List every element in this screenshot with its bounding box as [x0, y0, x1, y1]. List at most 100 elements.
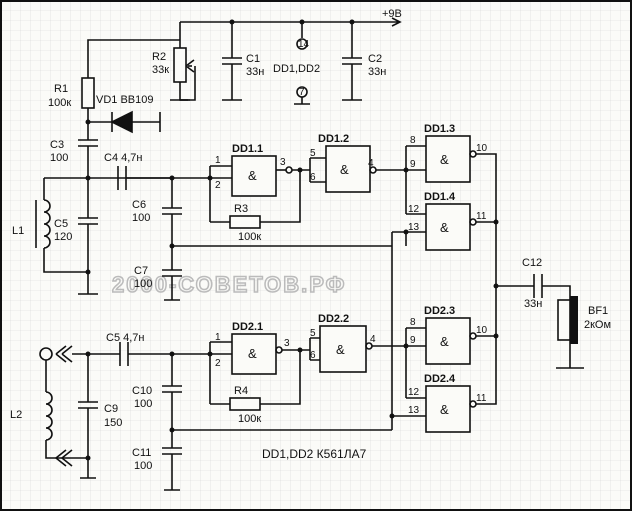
- dd1-4-pin13: 13: [408, 222, 420, 233]
- c7-ref: C7: [134, 265, 148, 277]
- r1-varicap: [81, 39, 180, 134]
- dd2-2-pin6: 6: [310, 350, 316, 361]
- watermark: 2000-СОВЕТОВ.РФ: [112, 272, 346, 297]
- dd2-1-sym: &: [248, 346, 257, 361]
- dd2-4-sym: &: [440, 402, 449, 417]
- dd1-1-name: DD1.1: [232, 143, 263, 155]
- dd1-3-name: DD1.3: [424, 123, 455, 135]
- dd1-4-pin12: 12: [408, 204, 420, 215]
- r1-ref: R1: [54, 83, 68, 95]
- gate-dd2-4: [389, 286, 499, 433]
- gnd-pin: 7: [299, 87, 305, 98]
- c1-value: 33н: [246, 66, 264, 78]
- c7-value: 100: [134, 278, 152, 290]
- dd1-1-pin3: 3: [280, 157, 286, 168]
- dd2-3-name: DD2.3: [424, 305, 455, 317]
- dd2-4-pin13: 13: [408, 405, 420, 416]
- dd1-1-sym: &: [248, 168, 257, 183]
- c10-c11: [162, 351, 392, 491]
- dd1-2-pin5: 5: [310, 148, 316, 159]
- r2-ref: R2: [152, 51, 166, 63]
- gate-dd2-1: [207, 333, 310, 411]
- gate-dd1-3: [405, 135, 497, 286]
- c12-ref: C12: [522, 257, 542, 269]
- dd2-2-sym: &: [336, 342, 345, 357]
- dd2-3-pin9: 9: [410, 335, 416, 346]
- gate-dd2-2: [309, 325, 406, 373]
- vd1-ref: VD1 BB109: [96, 94, 153, 106]
- r2-potentiometer: [170, 47, 196, 101]
- gate-dd2-3: [403, 317, 496, 398]
- dd1-4-sym: &: [440, 220, 449, 235]
- dd2-2-pin5: 5: [310, 328, 316, 339]
- dd2-2-pin4: 4: [370, 334, 376, 345]
- r1-value: 100к: [48, 97, 71, 109]
- c11-value: 100: [134, 460, 152, 472]
- l1-ref: L1: [12, 225, 24, 237]
- dd1-4-pin11: 11: [476, 211, 487, 222]
- c6-c7: [162, 175, 392, 301]
- power-rail: +9В: [179, 8, 402, 105]
- l1-tank: [35, 122, 210, 295]
- c6-value: 100: [132, 212, 150, 224]
- gate-dd1-1: [207, 155, 310, 229]
- c5a-value: 120: [54, 231, 72, 243]
- gate-dd1-4: [392, 167, 499, 251]
- dd1-2-pin6: 6: [310, 172, 316, 183]
- dd1-3-pin9: 9: [410, 159, 416, 170]
- c11-ref: C11: [132, 447, 151, 459]
- dd1-3-sym: &: [440, 152, 449, 167]
- r3-ref: R3: [234, 203, 248, 215]
- c10-ref: C10: [132, 385, 152, 397]
- dd1-1-pin2: 2: [215, 180, 221, 191]
- dd2-1-pin3: 3: [284, 338, 290, 349]
- dd2-3-pin8: 8: [410, 317, 416, 328]
- dd1-3-pin10: 10: [476, 143, 488, 154]
- c9-value: 150: [104, 417, 122, 429]
- r4-ref: R4: [234, 385, 248, 397]
- gate-dd1-2: [309, 145, 406, 193]
- dd2-4-name: DD2.4: [424, 373, 456, 385]
- c3-value: 100: [50, 152, 68, 164]
- dd2-3-sym: &: [440, 334, 449, 349]
- c9-ref: C9: [104, 403, 118, 415]
- r4-value: 100к: [238, 413, 261, 425]
- bf1-ref: BF1: [588, 305, 608, 317]
- c2-ref: C2: [368, 53, 382, 65]
- dd2-1-pin2: 2: [215, 358, 221, 369]
- dd1-1-pin1: 1: [215, 155, 221, 166]
- dd1-3-pin8: 8: [410, 135, 416, 146]
- ic-type-footer: DD1,DD2 К561ЛА7: [262, 447, 367, 461]
- c3-ref: C3: [50, 139, 64, 151]
- dd1-4-name: DD1.4: [424, 191, 456, 203]
- dd2-2-name: DD2.2: [318, 313, 349, 325]
- c5b-ref: C5 4,7н: [106, 332, 144, 344]
- r2-value: 33к: [152, 64, 169, 76]
- dd2-1-pin1: 1: [215, 332, 221, 343]
- c4-ref: C4 4,7н: [104, 152, 142, 164]
- dd2-4-pin11: 11: [476, 393, 487, 404]
- vcc-pin: 14: [298, 39, 310, 50]
- supply-label: +9В: [382, 8, 402, 20]
- bf1-value: 2кОм: [584, 319, 611, 331]
- dd2-4-pin12: 12: [408, 387, 420, 398]
- r3-value: 100к: [238, 231, 261, 243]
- c6-ref: C6: [132, 199, 146, 211]
- dd1-2-sym: &: [340, 162, 349, 177]
- c5a-ref: C5: [54, 218, 68, 230]
- dd2-1-name: DD2.1: [232, 321, 263, 333]
- ic-power-label: DD1,DD2: [273, 63, 320, 75]
- dd1-2-name: DD1.2: [318, 133, 349, 145]
- c2-value: 33н: [368, 66, 386, 78]
- c10-value: 100: [134, 398, 152, 410]
- dd2-3-pin10: 10: [476, 325, 488, 336]
- c1-ref: C1: [246, 53, 260, 65]
- l2-ref: L2: [10, 409, 22, 421]
- c12-value: 33н: [524, 298, 542, 310]
- output-stage: [493, 274, 584, 369]
- l2-tank: [39, 342, 210, 479]
